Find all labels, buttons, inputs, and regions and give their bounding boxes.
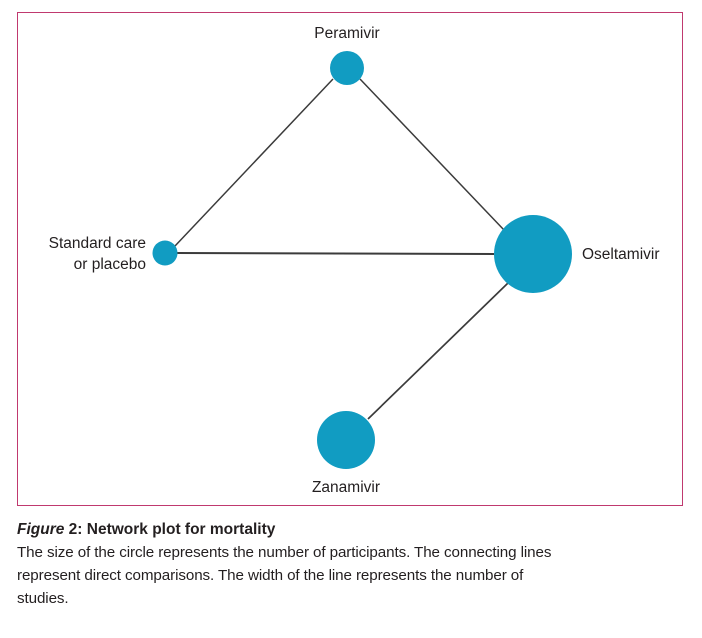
network-edge-zanamivir-oseltamivir xyxy=(367,282,509,420)
network-node-label-standard-care-line2: or placebo xyxy=(74,256,146,273)
caption-figure-word: Figure xyxy=(17,521,69,538)
network-edge-peramivir-oseltamivir xyxy=(359,78,505,231)
network-node-label-oseltamivir: Oseltamivir xyxy=(582,246,660,263)
network-nodes xyxy=(152,51,572,469)
network-edge-peramivir-standard-care xyxy=(174,78,334,247)
network-edges xyxy=(174,78,509,420)
network-node-label-zanamivir: Zanamivir xyxy=(312,479,380,496)
network-node-oseltamivir xyxy=(494,215,572,293)
caption-body-line-2: represent direct comparisons. The width … xyxy=(17,567,524,584)
caption-title-text: 2: Network plot for mortality xyxy=(68,521,276,538)
caption-body-line-1: The size of the circle represents the nu… xyxy=(17,544,552,561)
caption-body-line-3: studies. xyxy=(17,590,69,607)
caption-body: The size of the circle represents the nu… xyxy=(17,541,687,610)
network-node-label-standard-care: Standard care xyxy=(49,235,146,252)
figure-caption: Figure 2: Network plot for mortality The… xyxy=(17,519,687,610)
network-edge-standard-care-oseltamivir xyxy=(176,252,495,255)
network-node-zanamivir xyxy=(317,411,375,469)
network-node-peramivir xyxy=(330,51,364,85)
network-node-label-peramivir: Peramivir xyxy=(314,25,379,42)
network-node-standard-care xyxy=(152,240,178,266)
caption-title: Figure 2: Network plot for mortality xyxy=(17,519,687,540)
